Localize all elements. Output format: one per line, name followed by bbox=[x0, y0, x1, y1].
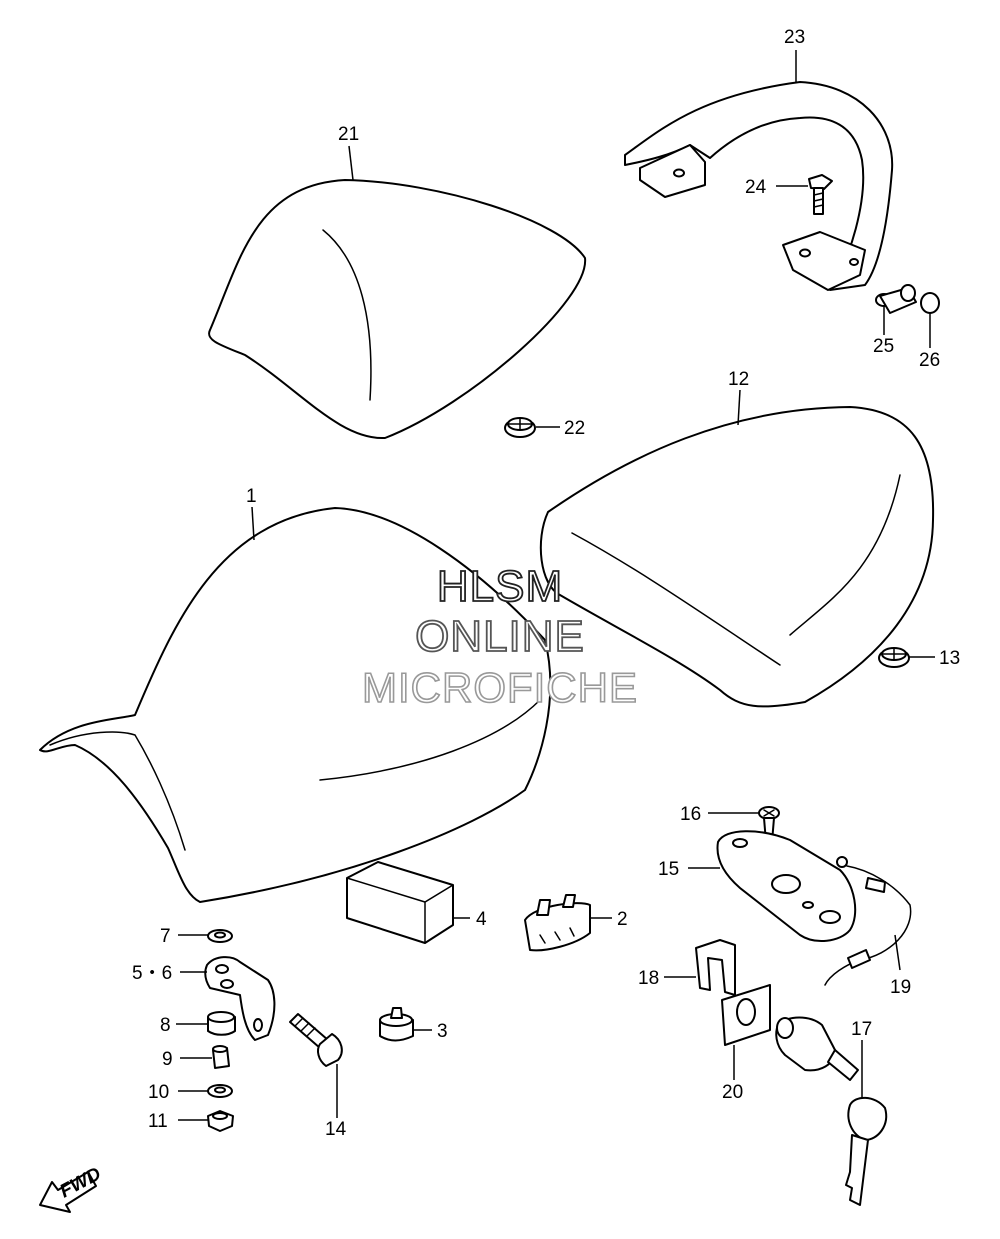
callout-5-6: 5・6 bbox=[132, 963, 172, 984]
part-21-seat-cowl[interactable] bbox=[208, 179, 587, 440]
watermark-line-2: ONLINE bbox=[414, 611, 585, 662]
callout-15: 15 bbox=[658, 859, 679, 880]
part-26-cap[interactable] bbox=[920, 292, 940, 314]
part-19-cable[interactable] bbox=[824, 856, 912, 986]
callout-22: 22 bbox=[564, 418, 585, 439]
callout-4: 4 bbox=[476, 909, 487, 930]
callout-20: 20 bbox=[722, 1082, 743, 1103]
part-17-lock-keys[interactable] bbox=[775, 1016, 888, 1206]
part-25-collar[interactable] bbox=[875, 284, 917, 314]
callout-18: 18 bbox=[638, 968, 659, 989]
callout-3: 3 bbox=[437, 1021, 448, 1042]
callout-14: 14 bbox=[325, 1119, 347, 1140]
callout-labels: 21 23 24 25 26 22 12 1 13 16 15 19 4 2 3… bbox=[132, 27, 960, 1140]
callout-9: 9 bbox=[162, 1049, 173, 1070]
part-5-6-bracket[interactable] bbox=[204, 956, 276, 1041]
part-14-bolt[interactable] bbox=[289, 1013, 343, 1067]
part-15-lock-base[interactable] bbox=[716, 830, 857, 942]
callout-19: 19 bbox=[890, 977, 911, 998]
watermark-line-3: MICROFICHE bbox=[361, 663, 638, 712]
part-3-damper[interactable] bbox=[379, 1007, 414, 1042]
callout-26: 26 bbox=[919, 350, 940, 371]
watermark-line-1: HLSM bbox=[436, 561, 564, 612]
callout-8: 8 bbox=[160, 1015, 171, 1036]
part-4-pad[interactable] bbox=[346, 861, 454, 944]
callout-21: 21 bbox=[338, 124, 359, 145]
part-23-grab-rail[interactable] bbox=[624, 81, 894, 291]
callout-11: 11 bbox=[148, 1111, 168, 1132]
part-22-grommet[interactable] bbox=[504, 417, 536, 438]
callout-24: 24 bbox=[745, 177, 767, 198]
part-9-collar[interactable] bbox=[212, 1045, 230, 1069]
part-13-grommet[interactable] bbox=[878, 647, 910, 668]
part-20-plate[interactable] bbox=[721, 984, 771, 1046]
callout-7: 7 bbox=[160, 926, 171, 947]
part-7-washer[interactable] bbox=[207, 929, 233, 943]
callout-1: 1 bbox=[246, 486, 257, 507]
part-24-bolt[interactable] bbox=[808, 174, 833, 215]
callout-16: 16 bbox=[680, 804, 701, 825]
fwd-arrow-icon: FWD bbox=[39, 1163, 105, 1213]
callout-2: 2 bbox=[617, 909, 628, 930]
callout-10: 10 bbox=[148, 1082, 169, 1103]
part-1-front-seat[interactable] bbox=[39, 507, 552, 903]
part-12-rear-seat[interactable] bbox=[539, 406, 935, 708]
part-18-clip[interactable] bbox=[695, 939, 736, 996]
callout-13: 13 bbox=[939, 648, 960, 669]
part-11-nut[interactable] bbox=[207, 1110, 234, 1132]
part-8-bushing[interactable] bbox=[207, 1011, 236, 1036]
callout-23: 23 bbox=[784, 27, 805, 48]
callout-12: 12 bbox=[728, 369, 749, 390]
callout-25: 25 bbox=[873, 336, 894, 357]
part-10-washer[interactable] bbox=[207, 1084, 233, 1098]
part-2-cushion[interactable] bbox=[524, 894, 591, 952]
leader-lines bbox=[176, 50, 935, 1121]
callout-17: 17 bbox=[851, 1019, 872, 1040]
